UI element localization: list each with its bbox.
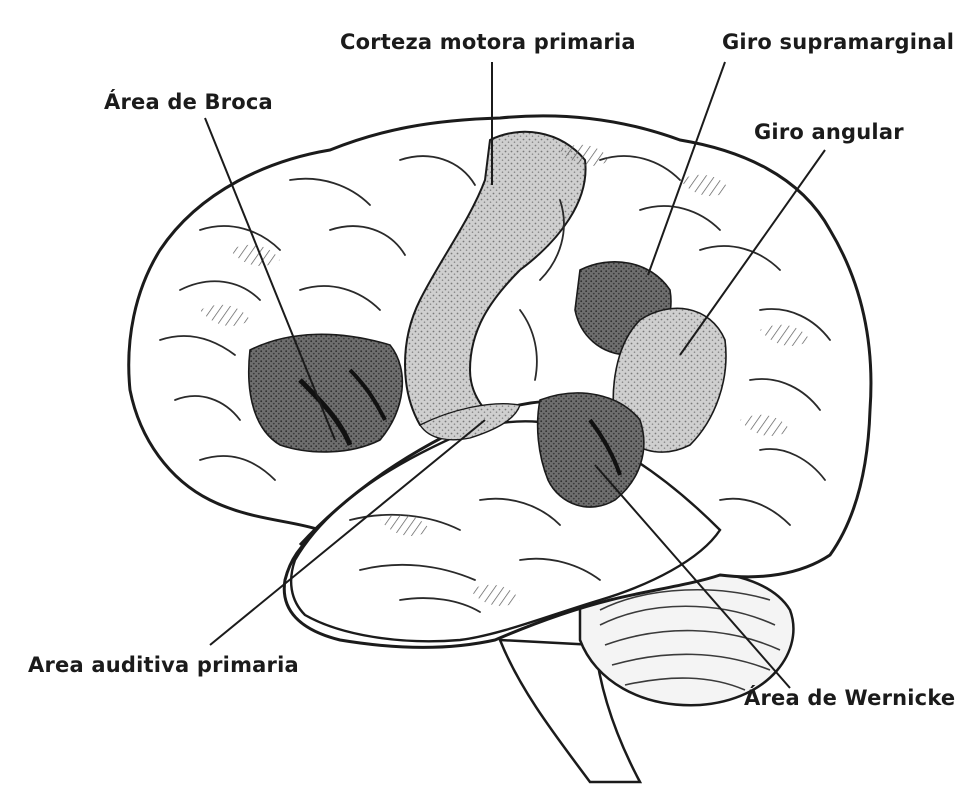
label-broca: Área de Broca xyxy=(104,90,273,114)
label-angular: Giro angular xyxy=(754,120,904,144)
broca-region xyxy=(249,334,403,452)
label-wernicke: Área de Wernicke xyxy=(744,686,955,710)
label-supramarginal: Giro supramarginal xyxy=(722,30,954,54)
label-motor-cortex: Corteza motora primaria xyxy=(340,30,636,54)
label-auditory: Area auditiva primaria xyxy=(28,653,299,677)
